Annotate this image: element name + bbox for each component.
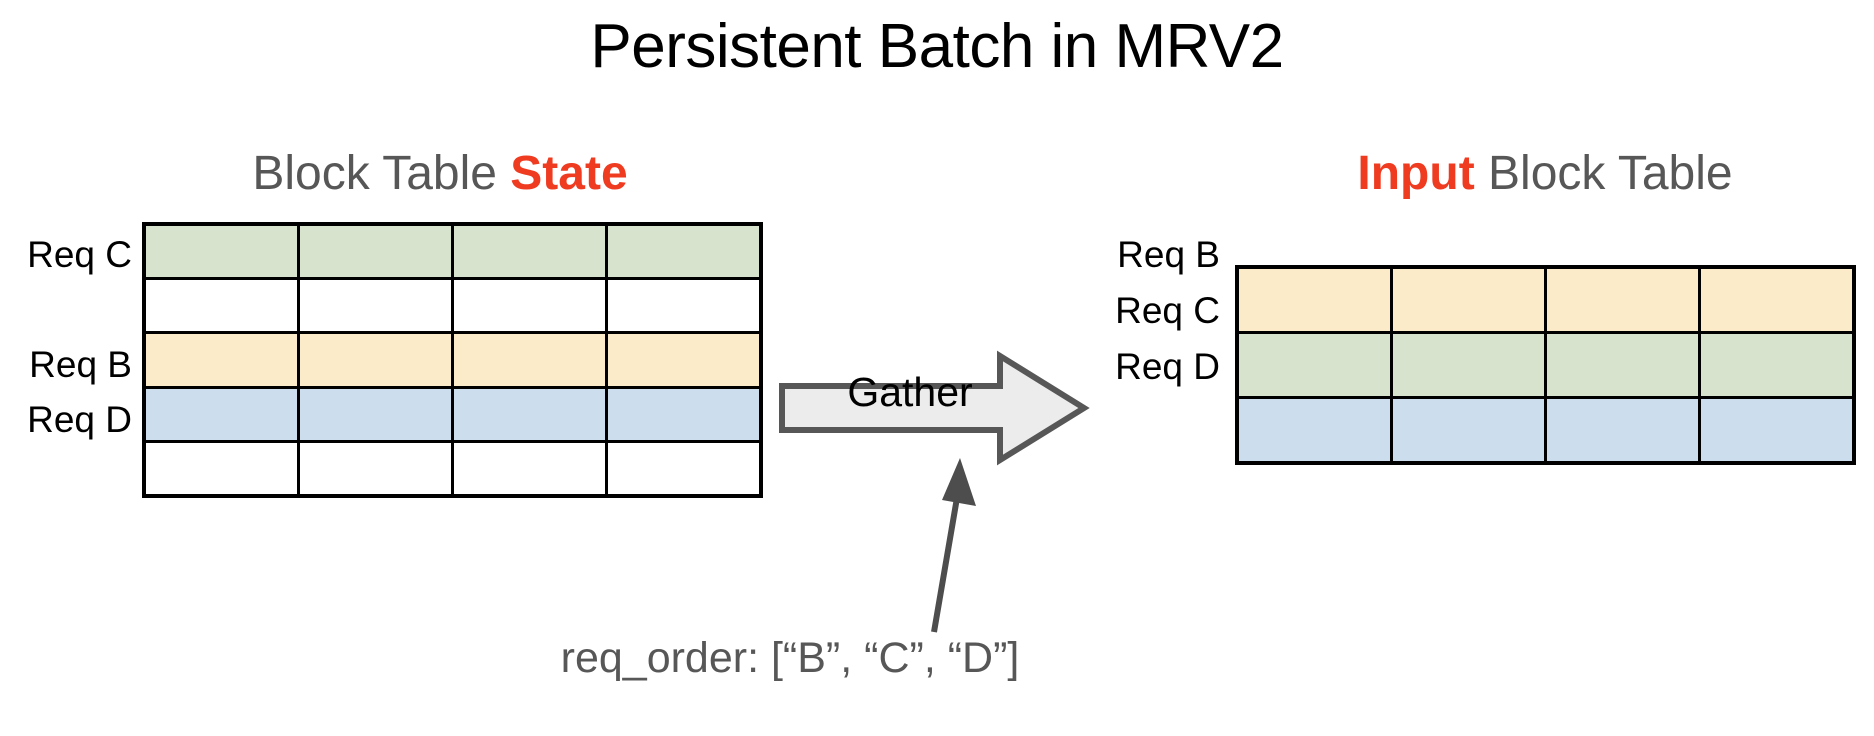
table-cell xyxy=(1701,334,1852,396)
req-order-caption: req_order: [“B”, “C”, “D”] xyxy=(560,634,1020,682)
table-cell xyxy=(1547,334,1698,396)
left-row-label-slot-0: Req C xyxy=(0,236,132,276)
table-cell xyxy=(608,280,759,332)
table-cell xyxy=(454,280,605,332)
table-cell xyxy=(454,334,605,386)
right-panel-heading: Input Block Table xyxy=(1235,147,1855,201)
table-cell xyxy=(146,226,297,278)
table-cell xyxy=(454,442,605,494)
table-cell xyxy=(1239,334,1390,396)
table-cell xyxy=(454,226,605,278)
table-cell xyxy=(1393,269,1544,331)
row-label-req-c-left: Req C xyxy=(27,234,132,275)
left-row-label-slot-2: Req B xyxy=(0,346,132,386)
left-panel-heading: Block Table State xyxy=(130,147,750,201)
table-cell xyxy=(300,280,451,332)
right-heading-accent: Input xyxy=(1357,147,1475,200)
table-cell xyxy=(454,388,605,440)
block-table-state-grid xyxy=(142,222,763,498)
table-cell xyxy=(300,226,451,278)
table-cell xyxy=(146,280,297,332)
table-cell xyxy=(300,388,451,440)
row-label-req-d-left: Req D xyxy=(27,399,132,440)
table-cell xyxy=(1239,399,1390,461)
table-cell xyxy=(608,226,759,278)
table-cell xyxy=(146,442,297,494)
table-cell xyxy=(1393,399,1544,461)
table-cell xyxy=(1547,269,1698,331)
left-row-label-slot-3: Req D xyxy=(0,401,132,441)
table-cell xyxy=(1547,399,1698,461)
gather-arrow-label: Gather xyxy=(847,369,973,415)
row-label-req-d-right: Req D xyxy=(1115,346,1220,387)
gather-arrow-icon xyxy=(779,350,1090,466)
left-row-label-slot-4 xyxy=(0,456,132,496)
table-cell xyxy=(608,442,759,494)
right-row-label-slot-2: Req D xyxy=(1080,348,1220,388)
table-cell xyxy=(608,388,759,440)
table-cell xyxy=(300,334,451,386)
row-label-req-c-right: Req C xyxy=(1115,290,1220,331)
row-label-req-b-right: Req B xyxy=(1117,234,1220,275)
table-cell xyxy=(1239,269,1390,331)
table-cell xyxy=(608,334,759,386)
right-row-label-slot-1: Req C xyxy=(1080,292,1220,332)
table-cell xyxy=(146,388,297,440)
page-title: Persistent Batch in MRV2 xyxy=(590,12,1284,81)
req-order-pointer-arrow-icon xyxy=(931,458,976,633)
right-row-label-slot-0: Req B xyxy=(1080,236,1220,276)
left-heading-prefix: Block Table xyxy=(252,147,511,200)
left-heading-accent: State xyxy=(510,147,628,200)
table-cell xyxy=(300,442,451,494)
input-block-table-grid xyxy=(1235,265,1856,465)
table-cell xyxy=(1701,399,1852,461)
left-row-label-slot-1 xyxy=(0,291,132,331)
table-cell xyxy=(146,334,297,386)
table-cell xyxy=(1701,269,1852,331)
right-heading-suffix: Block Table xyxy=(1474,147,1733,200)
table-cell xyxy=(1393,334,1544,396)
row-label-req-b-left: Req B xyxy=(29,344,132,385)
